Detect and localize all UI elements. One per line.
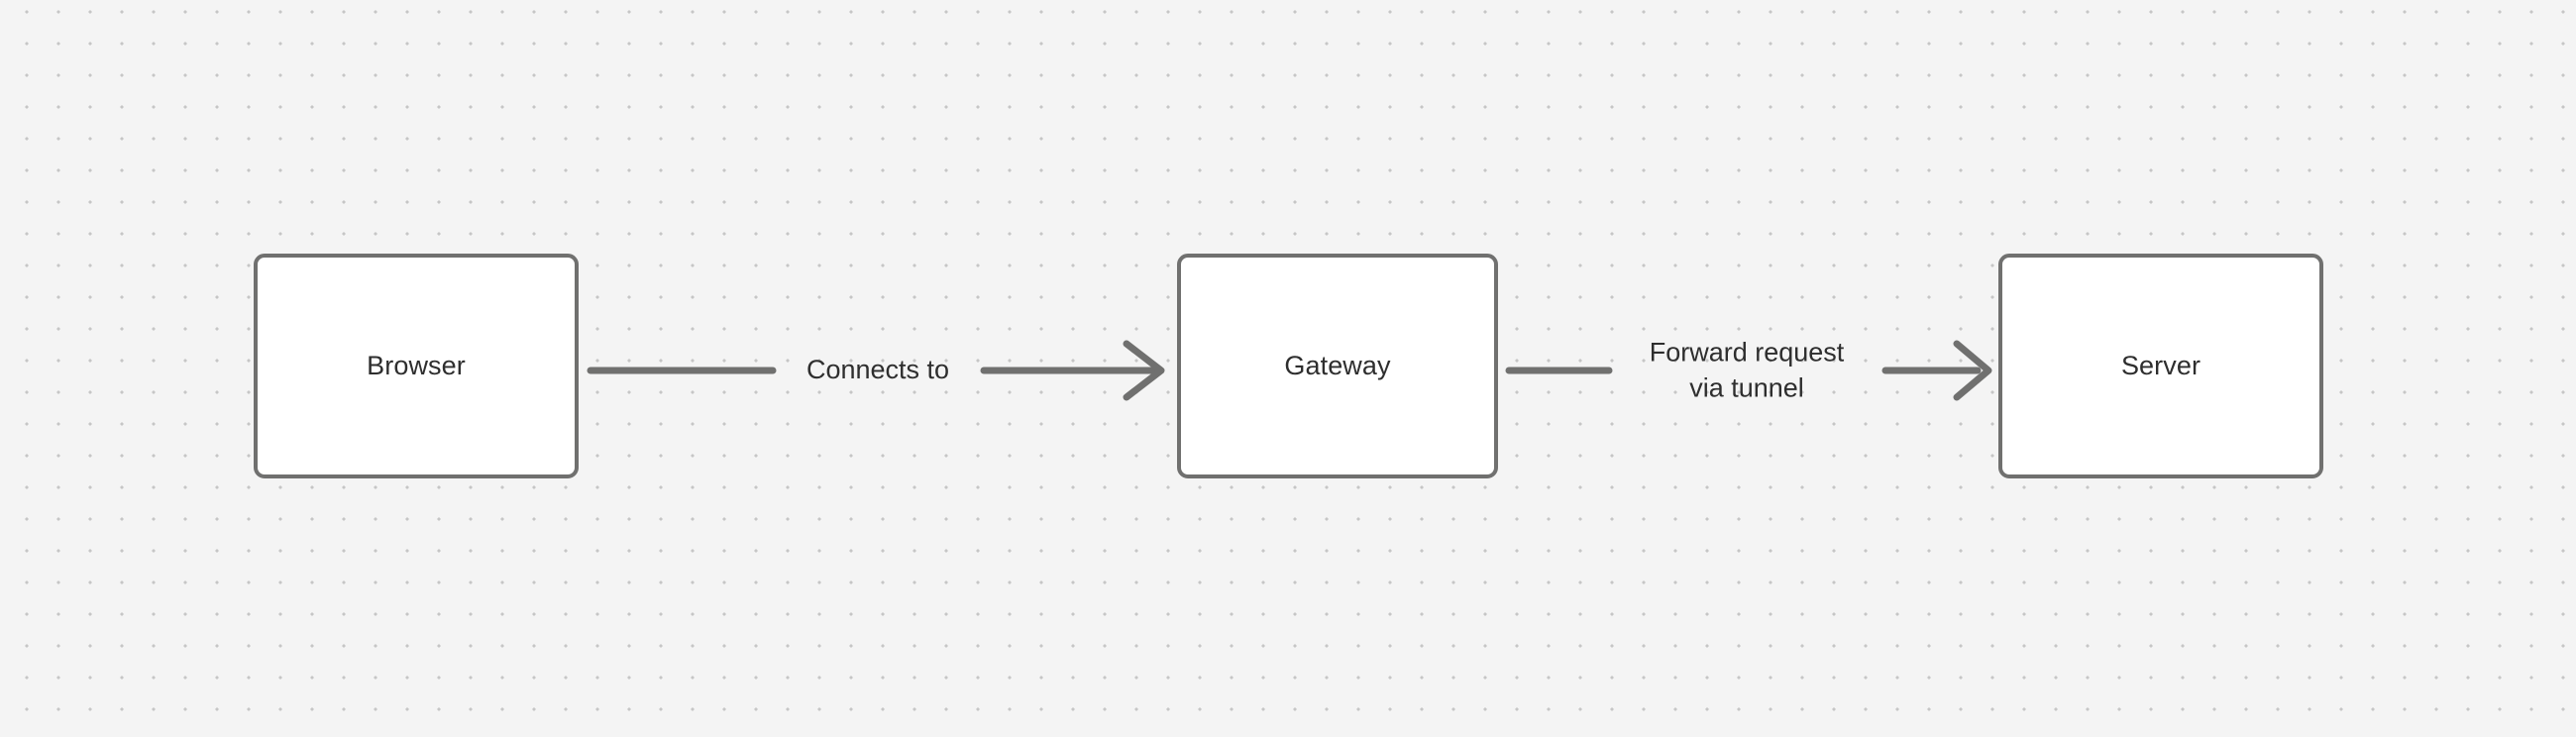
node-server-label: Server [2120, 350, 2201, 380]
edge-label-forward-request-via-tunnel[interactable]: Forward request via tunnel [1649, 337, 1845, 402]
node-server[interactable]: Server [1998, 254, 2323, 478]
node-browser-label: Browser [367, 350, 466, 380]
edge-2-arrowhead [1953, 340, 1992, 401]
node-browser[interactable]: Browser [254, 254, 579, 478]
edge-label-connects-to[interactable]: Connects to [805, 355, 950, 385]
node-gateway-label: Gateway [1284, 350, 1391, 380]
edge-1-arrowhead [1123, 340, 1165, 401]
node-gateway[interactable]: Gateway [1177, 254, 1498, 478]
